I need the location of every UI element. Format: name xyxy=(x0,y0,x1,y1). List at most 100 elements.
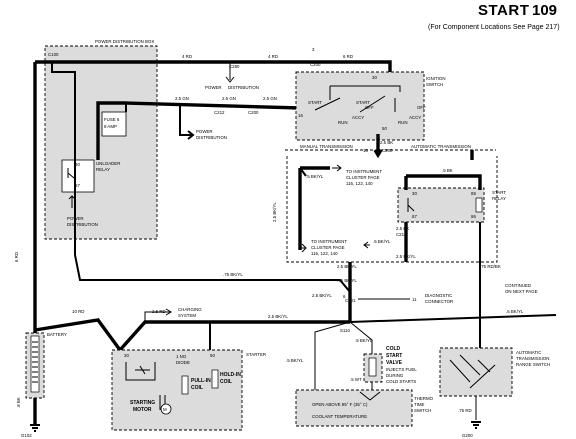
continued-2: ON NEXT PAGE xyxy=(505,289,538,294)
power-dist-top-b: DISTRIBUTION xyxy=(228,85,259,90)
power-distribution-box: POWER DISTRIBUTION BOX FUSE 6 8 AMP UNLO… xyxy=(44,39,158,240)
starter-pin-30: 30 xyxy=(124,353,129,358)
automatic-transmission-label: AUTOMATIC TRANSMISSION xyxy=(411,144,471,149)
starting-motor-symbol xyxy=(160,403,172,415)
pin-11: 11 xyxy=(412,297,417,302)
continued: CONTINUED xyxy=(505,283,531,288)
c213-label: C213 xyxy=(396,232,407,237)
auto-trans-range-switch: AUTOMATIC TRANSMISSION RANGE SWITCH .75 … xyxy=(439,340,550,438)
unloader-relay xyxy=(61,159,95,193)
green-feed-wiring: 2.5 GN 2.5 GN 2.5 GN C212 C200 POWER DIS… xyxy=(96,96,301,160)
ign-start-2: START xyxy=(356,100,370,105)
hold-in-coil-label-2: COIL xyxy=(220,379,232,385)
wire-25bk-relay: 2.5 BK xyxy=(396,226,409,231)
manual-transmission-label: MANUAL TRANSMISSION xyxy=(300,144,353,149)
ign-run-2: RUN xyxy=(398,120,408,125)
fuse-6-label: FUSE 6 xyxy=(104,117,120,122)
wire-4rd-a: 4 RD xyxy=(182,54,192,59)
open-above-label: OPEN ABOVE 95° F (35° C) xyxy=(312,402,368,407)
pin-6: 6 xyxy=(343,294,346,299)
c200-mid: C200 xyxy=(248,110,259,115)
injects-fuel: INJECTS FUEL xyxy=(386,367,417,372)
ign-pin-50: 50 xyxy=(382,126,387,131)
thermo-switch-label-3: SWITCH xyxy=(414,408,431,413)
wire-10rd: 10 RD xyxy=(72,309,84,314)
power-distribution-box-label: POWER DISTRIBUTION BOX xyxy=(95,39,154,44)
c212-label: C212 xyxy=(214,110,225,115)
page-title: START xyxy=(478,2,530,19)
wire-75rdbk: .75 RD/BK xyxy=(480,264,501,269)
power-dist-mid-b: DISTRIBUTION xyxy=(196,135,227,140)
start-relay-pin-87: 87 xyxy=(412,214,417,219)
wire-5bkyl-b: .5 BK/YL xyxy=(373,239,391,244)
s110-label: S110 xyxy=(340,328,350,333)
start-relay-pin-30: 30 xyxy=(412,191,417,196)
power-dist-top-a: POWER xyxy=(205,85,222,90)
unloader-pin-87: 87 xyxy=(75,183,80,188)
charging-system-2: SYSTEM xyxy=(178,313,196,318)
start-relay-label: START xyxy=(492,190,506,195)
ign-pin-30: 30 xyxy=(372,75,377,80)
g102-label: G102 xyxy=(21,433,32,438)
c200-ign: C200 xyxy=(382,148,393,153)
fuse-6 xyxy=(101,111,127,137)
ign-pin-16: 16 xyxy=(298,113,303,118)
battery-label: BATTERY xyxy=(47,332,67,337)
to-cluster-2c: 116, 122, 140 xyxy=(311,251,338,256)
motor-m: M xyxy=(163,407,167,412)
transmission-option-box: .5 BK/YL TO INSTRUMENT CLUSTER PAGE 116,… xyxy=(272,156,498,263)
cold-start-valve-label: COLD xyxy=(386,346,401,352)
ground-g200 xyxy=(471,421,481,429)
ignition-switch-label-2: SWITCH xyxy=(426,82,443,87)
starting-motor: STARTING xyxy=(130,400,155,406)
power-dist-mid-arrow xyxy=(179,104,195,140)
power-dist-box-label-b: DISTRIBUTION xyxy=(67,222,98,227)
unloader-pin-30: 30 xyxy=(75,162,80,167)
thermo-switch-label: THERMO xyxy=(414,396,434,401)
starter-pin-50: 50 xyxy=(210,353,215,358)
cold-start-valve-label-2: START xyxy=(386,353,402,359)
wire-5bkyl-e: .5 BK/YL xyxy=(355,338,373,343)
pin-3: 3 xyxy=(312,47,315,52)
c101-label: C101 xyxy=(345,298,356,303)
wire-8bk: .8 BK xyxy=(16,397,21,408)
ign-off-2: OFF xyxy=(417,105,426,110)
wire-5wt: .5 WT xyxy=(350,377,362,382)
wire-25bkyl-e: 2.5 BK/YL xyxy=(268,314,288,319)
starter-label: STARTER xyxy=(246,352,266,357)
top-feed-wiring: 4 RD 4 RD 6 RD 3 C200 C280 POWER DISTRIB… xyxy=(14,47,392,330)
wire-4rd-b: 4 RD xyxy=(268,54,278,59)
g200-label: G200 xyxy=(462,433,473,438)
wire-25gn-b: 2.5 GN xyxy=(222,96,236,101)
auto-trans-range-label-2: TRANSMISSION xyxy=(516,356,549,361)
ignition-switch: IGNITION SWITCH 30 16 50 START START OFF… xyxy=(295,71,446,141)
ign-off: OFF xyxy=(365,105,374,110)
starter: STARTER 30 50 1 NO DIODE M STARTING MOTO… xyxy=(111,349,266,431)
start-relay-pin-85: 85 xyxy=(471,191,476,196)
unloader-relay-label: UNLOADER xyxy=(96,161,120,166)
wire-25bkyl-d: 2.5 BK/YL xyxy=(312,293,332,298)
cold-start-valve-label-3: VALVE xyxy=(386,360,403,366)
starter-diode: DIODE xyxy=(176,360,190,365)
battery-starter-cable: 10 RD 2.5 RD CHARGING SYSTEM xyxy=(34,307,210,352)
start-relay-pin-86: 86 xyxy=(471,214,476,219)
hold-in-coil-label: HOLD-IN xyxy=(220,372,241,378)
pull-in-coil xyxy=(181,375,189,395)
auto-trans-range-label: AUTOMATIC xyxy=(516,350,541,355)
to-cluster-1b: CLUSTER PAGE xyxy=(346,175,380,180)
diagnostic-connector: DIAGNOSTIC xyxy=(425,293,452,298)
wire-6rd-top: 6 RD xyxy=(343,54,353,59)
pin-10: 10 xyxy=(363,148,368,153)
wire-75rd: .75 RD xyxy=(458,408,472,413)
cold-start-valve: COLD START VALVE INJECTS FUEL DURING COL… xyxy=(350,346,417,396)
power-dist-top-arrow xyxy=(225,62,235,83)
ign-start: START xyxy=(308,100,322,105)
diagnostic-connector-2: CONNECTOR xyxy=(425,299,453,304)
wire-5bkyl-a: .5 BK/YL xyxy=(306,174,324,179)
wire-25bk-ign: 2.5 BK xyxy=(380,140,393,145)
c280-label: C280 xyxy=(229,64,240,69)
page-subtitle: (For Component Locations See Page 217) xyxy=(428,24,560,31)
wire-6rd-left: 6 RD xyxy=(14,252,19,262)
page-number: 109 xyxy=(532,2,558,19)
wire-5bkyl-d: .5 BK/YL xyxy=(286,358,304,363)
